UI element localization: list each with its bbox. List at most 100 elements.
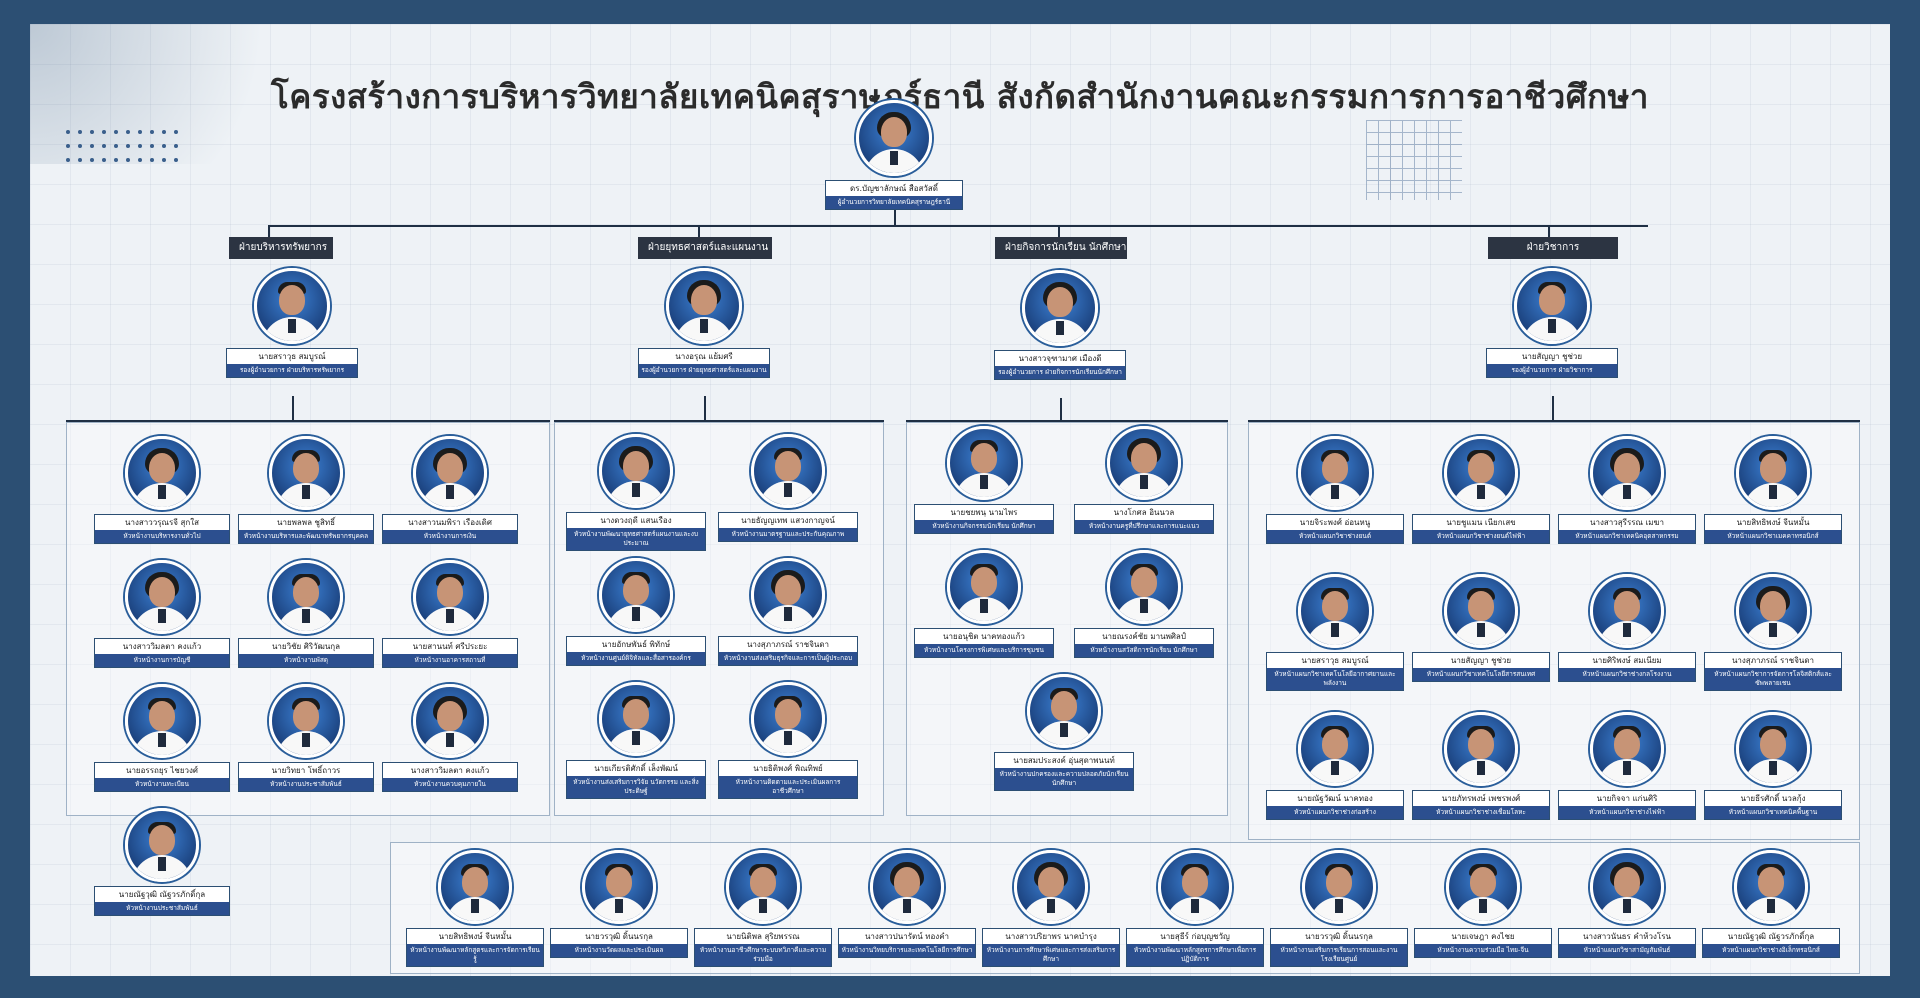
staff-card: นายชยพนฺ นามไพรหัวหน้างานกิจกรรมนักเรียน…	[914, 426, 1054, 534]
staff-role: หัวหน้าแผนกวิชาเมคคาทรอนิกส์	[1705, 530, 1841, 543]
staff-role: หัวหน้างานเสริมการเรียนการสอนและงานโรงเร…	[1271, 944, 1407, 966]
staff-role: หัวหน้างานอาคารสถานที่	[383, 654, 517, 667]
staff-name: นายกิจจา แก่นศิริ	[1596, 794, 1658, 803]
dept-head-role: รองผู้อำนวยการ ฝ่ายบริหารทรัพยากร	[227, 364, 357, 377]
staff-card: นายธีรศักดิ์ นวลกุ้งหัวหน้าแผนกวิชาเทคนิ…	[1704, 712, 1842, 820]
staff-name: นายธิติพงศ์ พิณทิพย์	[753, 764, 823, 773]
dept-head-name: นายสราวุธ สมบูรณ์	[258, 352, 326, 361]
staff-name: นายเจษฎา คงไชย	[1451, 932, 1515, 941]
staff-name: นางสาวปนารัตน์ ทองคำ	[864, 932, 950, 941]
staff-role: หัวหน้างานวิทยบริการและเทคโนโลยีการศึกษา	[839, 944, 975, 957]
connector	[1058, 225, 1060, 237]
dept-head-role: รองผู้อำนวยการ ฝ่ายยุทธศาสตร์และแผนงาน	[639, 364, 769, 377]
staff-card: นายอนุชิต นาคทองแก้วหัวหน้างานโครงการพิเ…	[914, 550, 1054, 658]
staff-photo	[1107, 426, 1181, 500]
staff-name: นายธัญญเทพ แสวงกาญจน์	[741, 516, 835, 525]
staff-card: นายกิจจา แก่นศิริหัวหน้าแผนกวิชาช่างไฟฟ้…	[1558, 712, 1696, 820]
staff-card: นางโกศล อินนวลหัวหน้างานครูที่ปรึกษาและก…	[1074, 426, 1214, 534]
connector	[268, 225, 1648, 227]
staff-role: หัวหน้างานอาชีวศึกษาระบบทวิภาคีและความร่…	[695, 944, 831, 966]
staff-role: หัวหน้างานศูนย์ดิจิทัลและสื่อสารองค์กร	[567, 652, 705, 665]
staff-photo	[1014, 850, 1088, 924]
staff-name: นายสุธีร์ ก่อบุญชวัญ	[1160, 932, 1230, 941]
staff-role: หัวหน้างานบริหารงานทั่วไป	[95, 530, 229, 543]
staff-card: นางสาวนันธร คำห้วงโรนหัวหน้าแผนกวิชาสามั…	[1558, 850, 1696, 958]
dept-head-role: รองผู้อำนวยการ ฝ่ายวิชาการ	[1487, 364, 1617, 377]
connector	[1548, 225, 1550, 237]
connector	[1060, 398, 1062, 420]
staff-role: หัวหน้าแผนกวิชาสามัญสัมพันธ์	[1559, 944, 1695, 957]
staff-name: นางสาววรุณรจี สุกใส	[125, 518, 199, 527]
staff-role: หัวหน้างานติดตามและประเมินผลการอาชีวศึกษ…	[719, 776, 857, 798]
staff-photo	[125, 560, 199, 634]
staff-role: หัวหน้างานพัฒนาหลักสูตรการศึกษาเพื่อการป…	[1127, 944, 1263, 966]
staff-card: นายวรวุฒิ ดิ้นนรกุลหัวหน้างานเสริมการเรี…	[1270, 850, 1408, 967]
dept-head-name: นายสัญญา ชูช่วย	[1521, 352, 1583, 361]
staff-role: หัวหน้างานมาตรฐานและประกันคุณภาพ	[719, 528, 857, 541]
staff-card: นายสราวุธ สมบูรณ์หัวหน้าแผนกวิชาเทคโนโลย…	[1266, 574, 1404, 691]
staff-role: หัวหน้าแผนกวิชาการจัดการโลจิสติกส์และซัพ…	[1705, 668, 1841, 690]
staff-card: นางสาววิมลตา คงแก้วหัวหน้างานการบัญชี	[94, 560, 230, 668]
staff-name: นายเกียรติศักดิ์ เล็งพัฒน์	[594, 764, 678, 773]
staff-role: หัวหน้าแผนกวิชาช่างยนต์	[1267, 530, 1403, 543]
staff-photo	[1736, 574, 1810, 648]
staff-photo	[1446, 850, 1520, 924]
staff-photo	[751, 434, 825, 508]
dept-head-strategy: นางอรุณ แย้มศรีรองผู้อำนวยการ ฝ่ายยุทธศา…	[638, 268, 770, 378]
staff-photo	[125, 808, 199, 882]
staff-role: หัวหน้างานพัฒนาหลักสูตรและการจัดการเรียน…	[407, 944, 543, 966]
staff-card: นายธัญญเทพ แสวงกาญจน์หัวหน้างานมาตรฐานแล…	[718, 434, 858, 542]
staff-photo	[1590, 574, 1664, 648]
staff-name: นายจิระพงศ์ อ่อนหนู	[1299, 518, 1371, 527]
staff-role: หัวหน้าแผนกวิชาช่างอิเล็กทรอนิกส์	[1703, 944, 1839, 957]
staff-role: หัวหน้างานพัสดุ	[239, 654, 373, 667]
staff-name: นายอรรถยุร ไชยวงศ์	[125, 766, 199, 775]
staff-card: นายชูแมน เนียกเสขหัวหน้าแผนกวิชาช่างยนต์…	[1412, 436, 1550, 544]
dept-head-resource: นายสราวุธ สมบูรณ์รองผู้อำนวยการ ฝ่ายบริห…	[226, 268, 358, 378]
staff-card: นางสาววรุณรจี สุกใสหัวหน้างานบริหารงานทั…	[94, 436, 230, 544]
staff-card: นายสุธีร์ ก่อบุญชวัญหัวหน้างานพัฒนาหลักส…	[1126, 850, 1264, 967]
staff-role: หัวหน้าแผนกวิชาช่างไฟฟ้า	[1559, 806, 1695, 819]
staff-card: นางสาวสุรีรรณ เมฆาหัวหน้าแผนกวิชาเทคนิคอ…	[1558, 436, 1696, 544]
staff-card: นางสาวปริยาพร นาคบำรุงหัวหน้างานการศึกษา…	[982, 850, 1120, 967]
staff-card: นายอักษพันธ์ พิทักษ์หัวหน้างานศูนย์ดิจิท…	[566, 558, 706, 666]
connector	[698, 225, 700, 237]
staff-photo	[1027, 674, 1101, 748]
staff-role: หัวหน้างานบริหารและพัฒนาทรัพยากรบุคคล	[239, 530, 373, 543]
staff-photo	[1734, 850, 1808, 924]
staff-photo	[1736, 436, 1810, 510]
staff-name: นายณรงค์ชัย มานพศิลป์	[1102, 632, 1186, 641]
connector	[66, 420, 550, 422]
staff-role: หัวหน้างานสวัสดิการนักเรียน นักศึกษา	[1075, 644, 1213, 657]
staff-photo	[751, 682, 825, 756]
dept-head-academic: นายสัญญา ชูช่วยรองผู้อำนวยการ ฝ่ายวิชากา…	[1486, 268, 1618, 378]
connector	[894, 210, 896, 226]
staff-role: หัวหน้างานครูที่ปรึกษาและการแนะแนว	[1075, 520, 1213, 533]
staff-name: นายณัฐวุฒิ ณัฐวรภักดิ์กุล	[118, 890, 206, 899]
grid-decoration	[1366, 120, 1462, 200]
staff-card: นางสาวปนารัตน์ ทองคำหัวหน้างานวิทยบริการ…	[838, 850, 976, 958]
staff-card: นายณรงค์ชัย มานพศิลป์หัวหน้างานสวัสดิการ…	[1074, 550, 1214, 658]
staff-role: หัวหน้างานวัดผลและประเมินผล	[551, 944, 687, 957]
staff-photo	[1107, 550, 1181, 624]
staff-name: นางสาววิมลตา คงแก้ว	[122, 642, 202, 651]
staff-photo	[599, 682, 673, 756]
staff-card: นายณัฐวัฒน์ นาคทองหัวหน้าแผนกวิชาช่างก่อ…	[1266, 712, 1404, 820]
dept-label-academic: ฝ่ายวิชาการ	[1488, 237, 1618, 259]
staff-role: หัวหน้าแผนกวิชาช่างกลโรงงาน	[1559, 668, 1695, 681]
staff-role: หัวหน้างานกิจกรรมนักเรียน นักศึกษา	[915, 520, 1053, 533]
staff-role: หัวหน้าแผนกวิชาช่างเชื่อมโลหะ	[1413, 806, 1549, 819]
staff-card: นายสัญญา ชูช่วยหัวหน้าแผนกวิชาเทคโนโลยีส…	[1412, 574, 1550, 682]
staff-name: นายธีรศักดิ์ นวลกุ้ง	[1740, 794, 1806, 803]
staff-card: นายสิทธิพงษ์ จีนหมั้นหัวหน้างานพัฒนาหลัก…	[406, 850, 544, 967]
staff-role: หัวหน้างานพัฒนายุทธศาสตร์แผนงานและงบประม…	[567, 528, 705, 550]
staff-card: นายวิชัย ศิริวัฒนกุลหัวหน้างานพัสดุ	[238, 560, 374, 668]
staff-name: นายสราวุธ สมบูรณ์	[1301, 656, 1369, 665]
connector	[1552, 396, 1554, 420]
staff-role: หัวหน้างานการศึกษาพิเศษและการส่งเสริมการ…	[983, 944, 1119, 966]
staff-photo	[1590, 850, 1664, 924]
staff-role: หัวหน้างานการเงิน	[383, 530, 517, 543]
staff-role: หัวหน้างานโครงการพิเศษและบริการชุมชน	[915, 644, 1053, 657]
staff-name: นายณัฐวัฒน์ นาคทอง	[1297, 794, 1373, 803]
staff-name: นายวิชัย ศิริวัฒนกุล	[271, 642, 341, 651]
